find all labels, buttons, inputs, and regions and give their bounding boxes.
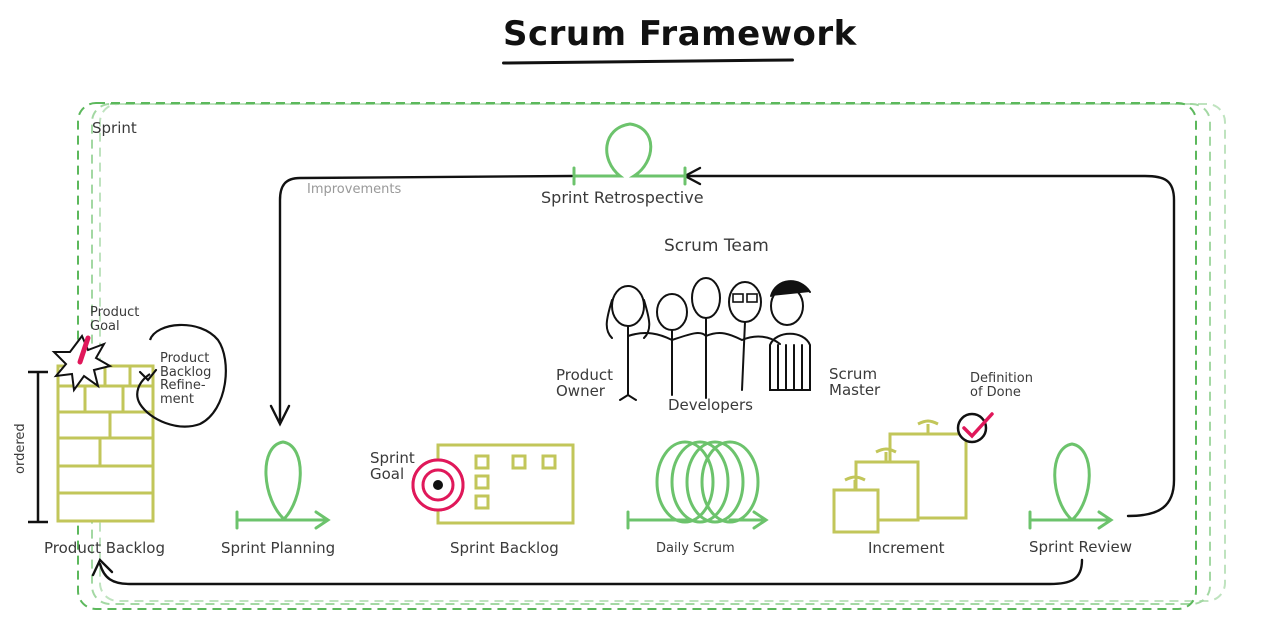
scrum-team-label: Scrum Team — [664, 236, 769, 256]
definition-of-done-check-icon — [956, 412, 994, 444]
sprint-review-loop — [1028, 442, 1114, 530]
improvements-label: Improvements — [307, 182, 402, 197]
product-goal-label: Product Goal — [90, 305, 140, 334]
product-goal-star-icon — [51, 334, 113, 393]
product-backlog-label: Product Backlog — [44, 539, 166, 557]
review-to-backlog-arrow — [91, 557, 1084, 586]
sprint-planning-label: Sprint Planning — [221, 539, 336, 557]
sprint-boundary — [77, 102, 1226, 610]
ordered-bracket — [28, 370, 48, 524]
developers-label: Developers — [668, 396, 753, 414]
sprint-retrospective-label: Sprint Retrospective — [541, 188, 704, 207]
sprint-backlog-label: Sprint Backlog — [450, 539, 559, 557]
definition-of-done-label: Definition of Done — [970, 371, 1033, 400]
sprint-review-label: Sprint Review — [1029, 538, 1133, 556]
daily-scrum-label: Daily Scrum — [656, 541, 735, 556]
product-backlog-refinement-label: Product Backlog Refine- ment — [160, 351, 212, 407]
scrum-team-figures — [605, 277, 811, 401]
sprint-label: Sprint — [92, 119, 137, 137]
scrum-master-label: Scrum Master — [829, 365, 881, 399]
increment-gifts — [832, 419, 968, 534]
daily-scrum-loops — [626, 440, 769, 530]
sprint-goal-label: Sprint Goal — [370, 449, 415, 483]
retrospective-loop — [572, 122, 687, 186]
sprint-planning-loop — [235, 440, 331, 530]
ordered-label: ordered — [13, 423, 28, 474]
page-title: Scrum Framework — [503, 14, 857, 54]
refinement-bubble — [136, 323, 227, 428]
increment-label: Increment — [868, 539, 945, 557]
product-owner-label: Product Owner — [556, 366, 613, 400]
